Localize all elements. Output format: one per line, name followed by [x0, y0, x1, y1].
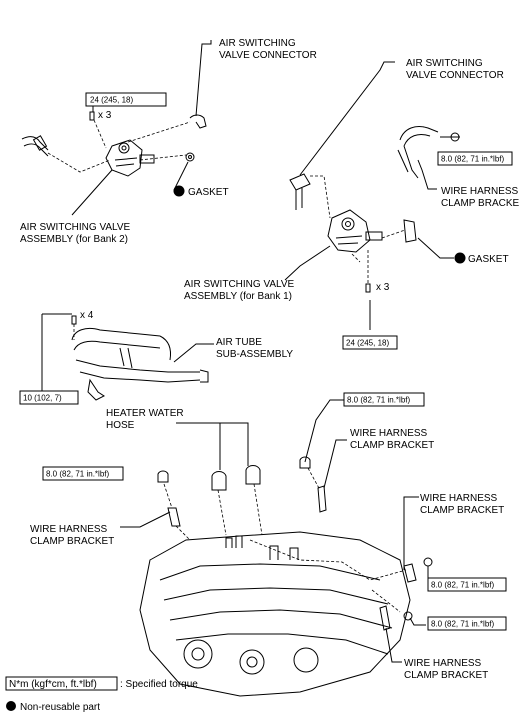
- bracket-bottom: [379, 605, 391, 631]
- svg-text:8.0 (82, 71 in.*lbf): 8.0 (82, 71 in.*lbf): [431, 581, 494, 590]
- label-asv-connector-left-2: VALVE CONNECTOR: [219, 50, 317, 61]
- asv-bank2-group: [21, 40, 212, 216]
- svg-text:8.0 (82, 71 in.*lbf): 8.0 (82, 71 in.*lbf): [46, 470, 109, 479]
- hose-left-end: [21, 136, 49, 151]
- label-whcb-left-1: WIRE HARNESS: [30, 524, 108, 535]
- label-air-tube-2: SUB-ASSEMBLY: [216, 349, 293, 360]
- torque-box-2: 8.0 (82, 71 in.*lbf): [437, 151, 513, 166]
- label-gasket-left: GASKET: [188, 187, 229, 198]
- torque-box-7: 8.0 (82, 71 in.*lbf): [427, 577, 507, 592]
- label-whcb-left-2: CLAMP BRACKET: [30, 536, 114, 547]
- label-asv-bank2-1: AIR SWITCHING VALVE: [20, 222, 131, 233]
- label-asv-connector-left-1: AIR SWITCHING: [219, 38, 296, 49]
- bolt-bank1: [365, 283, 371, 293]
- torque-box-6: 8.0 (82, 71 in.*lbf): [42, 466, 124, 481]
- bolt-air-tube: [71, 315, 77, 325]
- nonreusable-mark-gasket-left: [173, 185, 185, 197]
- legend-nonreusable-text: Non-reusable part: [20, 702, 100, 713]
- legend-torque-desc: : Specified torque: [120, 679, 198, 690]
- svg-text:24 (245, 18): 24 (245, 18): [90, 96, 133, 105]
- torque-box-1: 24 (245, 18): [85, 92, 167, 107]
- torque-box-3: 24 (245, 18): [342, 335, 398, 350]
- legend-torque-unit: N*m (kgf*cm, ft.*lbf): [9, 679, 97, 690]
- bolt-bank2: [89, 111, 95, 121]
- label-qty-x3-left: x 3: [98, 110, 112, 121]
- nonreusable-mark-gasket-right: [454, 252, 466, 264]
- svg-text:8.0 (82, 71 in.*lbf): 8.0 (82, 71 in.*lbf): [431, 620, 494, 629]
- torque-box-5: 8.0 (82, 71 in.*lbf): [343, 392, 425, 407]
- legend-torque: N*m (kgf*cm, ft.*lbf) : Specified torque: [5, 676, 198, 691]
- label-asv-connector-right-2: VALVE CONNECTOR: [406, 70, 504, 81]
- label-whcb-top-1: WIRE HARNESS: [441, 186, 519, 197]
- label-heater-hose-2: HOSE: [106, 420, 135, 431]
- label-whcb-mid-right-1: WIRE HARNESS: [350, 428, 428, 439]
- air-tube-group: [41, 313, 214, 401]
- heater-hose-clamp-right: [245, 465, 261, 485]
- label-whcb-right-1: WIRE HARNESS: [420, 493, 498, 504]
- asv-bank1-body: [327, 209, 371, 253]
- label-asv-bank1-1: AIR SWITCHING VALVE: [184, 279, 295, 290]
- connector-bank1: [289, 173, 311, 191]
- svg-text:8.0 (82, 71 in.*lbf): 8.0 (82, 71 in.*lbf): [441, 155, 504, 164]
- label-air-tube-1: AIR TUBE: [216, 337, 262, 348]
- engine-block: [139, 496, 433, 697]
- label-gasket-right: GASKET: [468, 254, 509, 265]
- svg-text:10 (102, 7): 10 (102, 7): [23, 394, 62, 403]
- gasket-bank2: [185, 152, 195, 162]
- svg-text:24 (245, 18): 24 (245, 18): [346, 339, 389, 348]
- bracket-mid: [317, 485, 327, 513]
- legend-nonreusable: Non-reusable part: [6, 701, 100, 713]
- svg-text:8.0 (82, 71 in.*lbf): 8.0 (82, 71 in.*lbf): [347, 396, 410, 405]
- harness-bank1: [399, 126, 439, 141]
- label-whcb-top-2: CLAMP BRACKET: [441, 198, 519, 209]
- air-tube-upper: [71, 327, 161, 341]
- label-whcb-mid-right-2: CLAMP BRACKET: [350, 440, 434, 451]
- label-qty-x4: x 4: [80, 310, 94, 321]
- torque-box-8: 8.0 (82, 71 in.*lbf): [427, 616, 507, 631]
- gasket-bank1: [403, 219, 417, 243]
- nonreusable-legend-mark: [6, 701, 16, 711]
- label-asv-bank1-2: ASSEMBLY (for Bank 1): [184, 291, 292, 302]
- label-asv-connector-right-1: AIR SWITCHING: [406, 58, 483, 69]
- label-whcb-right-2: CLAMP BRACKET: [420, 505, 504, 516]
- connector-bank2: [189, 114, 207, 129]
- asv-bank1-group: [284, 61, 460, 330]
- label-heater-hose-1: HEATER WATER: [106, 408, 184, 419]
- bracket-right: [403, 563, 417, 583]
- torque-box-4: 10 (102, 7): [19, 390, 79, 405]
- heater-hose-clamp-left: [211, 471, 227, 491]
- label-whcb-bottom-2: CLAMP BRACKET: [404, 670, 488, 681]
- bracket-left: [167, 507, 181, 527]
- heater-hose-group: [120, 399, 347, 541]
- label-qty-x3-right: x 3: [376, 282, 390, 293]
- asv-bank2-body: [105, 139, 143, 177]
- label-whcb-bottom-1: WIRE HARNESS: [404, 658, 482, 669]
- label-asv-bank2-2: ASSEMBLY (for Bank 2): [20, 234, 128, 245]
